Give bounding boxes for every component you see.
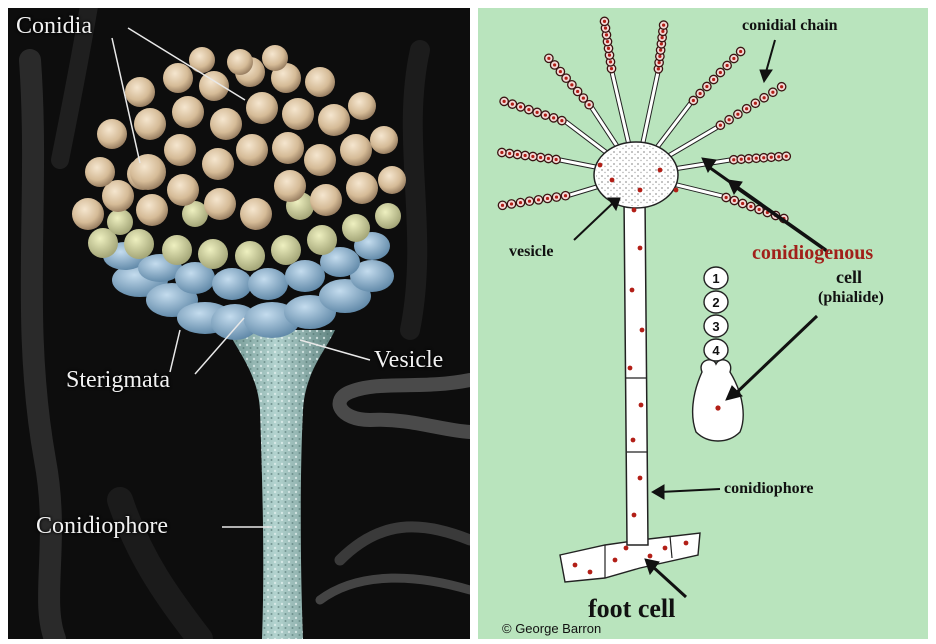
- label-conidial-chain: conidial chain: [742, 18, 838, 34]
- red-dot: [684, 541, 689, 546]
- red-dot: [613, 558, 618, 563]
- phialide-step-number: 3: [712, 319, 719, 334]
- red-dot: [632, 208, 637, 213]
- red-dot: [640, 328, 645, 333]
- red-dot: [639, 403, 644, 408]
- red-dot: [638, 476, 643, 481]
- red-dot: [638, 188, 643, 193]
- red-dot: [588, 570, 593, 575]
- label-conidiogenous: conidiogenous: [752, 243, 873, 263]
- sem-panel: [8, 0, 470, 639]
- label-phialide: (phialide): [818, 290, 884, 306]
- conidiophore-tube: [624, 198, 648, 545]
- red-dot: [674, 188, 679, 193]
- label-vesicle-sem: Vesicle: [374, 348, 443, 372]
- credit-text: © George Barron: [502, 622, 601, 635]
- red-dot: [628, 366, 633, 371]
- red-dot: [631, 438, 636, 443]
- red-dot: [598, 163, 603, 168]
- phialide-step-number: 4: [712, 343, 720, 358]
- red-dot: [610, 178, 615, 183]
- diagram-panel: 1 2 3 4: [478, 8, 928, 639]
- label-sterigmata: Sterigmata: [66, 368, 170, 392]
- red-dot: [632, 513, 637, 518]
- label-conidiophore: conidiophore: [724, 481, 814, 497]
- phialide-step-number: 1: [712, 271, 719, 286]
- phialide-step-number: 2: [712, 295, 719, 310]
- red-dot: [638, 246, 643, 251]
- label-vesicle: vesicle: [509, 244, 553, 260]
- label-conidia: Conidia: [16, 14, 92, 38]
- red-dot: [658, 168, 663, 173]
- red-dot: [663, 546, 668, 551]
- diagram-background: [478, 8, 928, 639]
- label-cell: cell: [836, 268, 862, 286]
- label-conidiophore-sem: Conidiophore: [36, 514, 168, 538]
- red-dot: [630, 288, 635, 293]
- red-dot: [648, 554, 653, 559]
- label-foot-cell: foot cell: [588, 596, 675, 622]
- red-dot: [624, 546, 629, 551]
- red-dot: [573, 563, 578, 568]
